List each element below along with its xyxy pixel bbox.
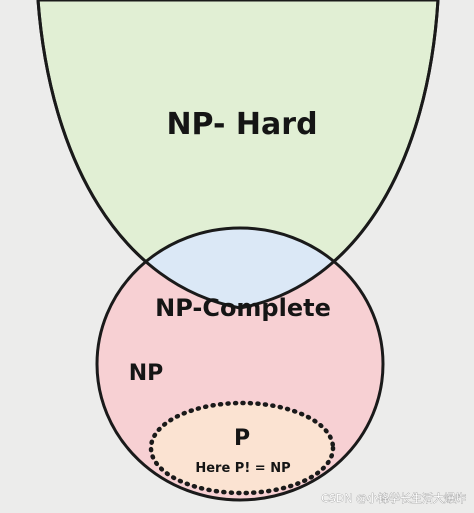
p-label: P [234, 426, 250, 451]
np-hard-label: NP- Hard [166, 107, 317, 142]
p-region [148, 400, 336, 496]
np-label: NP [129, 361, 164, 386]
np-complete-label: NP-Complete [155, 294, 331, 322]
np-outline [95, 226, 385, 502]
p-note: Here P! = NP [195, 461, 290, 476]
watermark: CSDN @小锋学长生活大爆炸 [321, 491, 466, 505]
np-hard-boundary [36, 0, 440, 310]
